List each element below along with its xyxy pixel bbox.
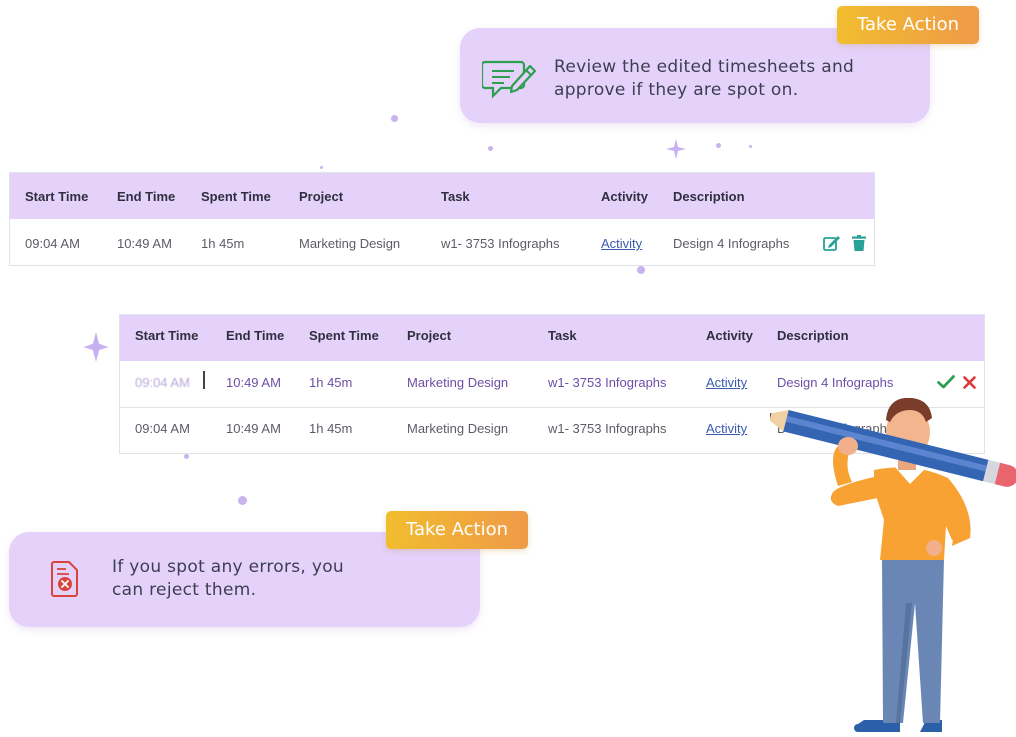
edit-icon[interactable] <box>823 235 841 251</box>
header-project: Project <box>299 189 344 204</box>
cell-spent-time: 1h 45m <box>309 375 353 390</box>
header-end-time: End Time <box>117 189 176 204</box>
cell-start-time: 09:04 AM <box>135 421 190 436</box>
approve-callout-line1: Review the edited timesheets and <box>554 57 855 77</box>
cell-end-time: 10:49 AM <box>226 375 281 390</box>
reject-document-icon <box>51 561 78 597</box>
header-activity: Activity <box>706 328 753 343</box>
header-project: Project <box>407 328 452 343</box>
approve-callout-line2: approve if they are spot on. <box>554 80 799 100</box>
decor-dot <box>716 143 721 148</box>
cell-task: w1- 3753 Infographs <box>548 375 667 390</box>
decor-dot <box>488 146 493 151</box>
table-header <box>120 315 984 361</box>
header-start-time: Start Time <box>135 328 199 343</box>
header-description: Description <box>673 189 745 204</box>
decor-dot <box>637 266 645 274</box>
header-spent-time: Spent Time <box>201 189 271 204</box>
cell-start-time: 09:04 AM <box>25 236 80 251</box>
header-task: Task <box>548 328 577 343</box>
cell-description: Design 4 Infographs <box>777 375 894 390</box>
header-end-time: End Time <box>226 328 285 343</box>
sparkle-icon <box>83 332 109 362</box>
reject-callout-line2: can reject them. <box>112 580 257 600</box>
cell-project: Marketing Design <box>407 375 509 390</box>
approve-check-icon[interactable] <box>937 375 955 389</box>
delete-icon[interactable] <box>852 235 866 251</box>
decor-dot <box>238 496 247 505</box>
header-description: Description <box>777 328 849 343</box>
header-start-time: Start Time <box>25 189 89 204</box>
decor-dot <box>320 166 323 169</box>
reject-callout-text: If you spot any errors, you can reject t… <box>112 556 442 602</box>
person-with-pencil-illustration <box>770 398 1016 732</box>
decor-dot <box>391 115 398 122</box>
cell-spent-time: 1h 45m <box>309 421 353 436</box>
activity-link[interactable]: Activity <box>706 375 748 390</box>
activity-link[interactable]: Activity <box>601 236 643 251</box>
cell-end-time: 10:49 AM <box>226 421 281 436</box>
edit-timesheet-icon <box>482 60 537 99</box>
cell-end-time: 10:49 AM <box>117 236 172 251</box>
sparkle-icon <box>666 139 686 159</box>
header-task: Task <box>441 189 470 204</box>
text-cursor <box>203 371 205 389</box>
decor-dot <box>749 145 752 148</box>
decor-dot <box>184 454 189 459</box>
cell-start-time-edited: 09:04 AM <box>135 375 190 390</box>
cell-task: w1- 3753 Infographs <box>548 421 667 436</box>
row-divider <box>120 407 984 408</box>
activity-link[interactable]: Activity <box>706 421 748 436</box>
approve-callout-text: Review the edited timesheets and approve… <box>554 56 914 102</box>
reject-x-icon[interactable] <box>963 376 976 389</box>
reject-callout-line1: If you spot any errors, you <box>112 557 344 577</box>
cell-description: Design 4 Infographs <box>673 236 790 251</box>
take-action-button[interactable]: Take Action <box>386 511 528 549</box>
cell-project: Marketing Design <box>299 236 401 251</box>
timesheet-table: Start Time End Time Spent Time Project T… <box>9 172 875 266</box>
take-action-button[interactable]: Take Action <box>837 6 979 44</box>
header-activity: Activity <box>601 189 648 204</box>
cell-task: w1- 3753 Infographs <box>441 236 560 251</box>
table-header <box>10 173 874 219</box>
cell-project: Marketing Design <box>407 421 509 436</box>
header-spent-time: Spent Time <box>309 328 379 343</box>
cell-spent-time: 1h 45m <box>201 236 245 251</box>
